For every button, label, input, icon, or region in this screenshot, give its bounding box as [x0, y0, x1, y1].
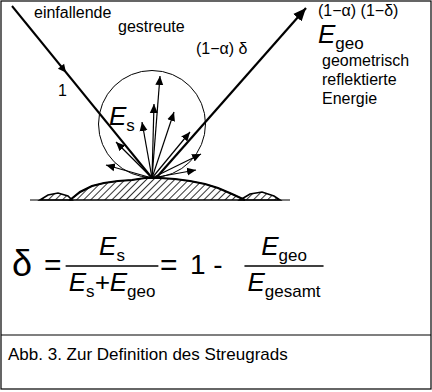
- fraction-bar: [244, 265, 323, 266]
- energy-label: Es: [109, 103, 135, 129]
- fraction-denominator: Egesamt: [247, 269, 320, 295]
- symbol-text: E: [109, 101, 126, 131]
- subscript: s: [116, 246, 125, 265]
- symbol-text: E: [69, 267, 86, 297]
- subscript: geo: [127, 282, 155, 301]
- ray-label: gestreute: [118, 18, 185, 36]
- subscript: gesamt: [265, 282, 321, 301]
- fraction-numerator: Es: [99, 233, 125, 259]
- subscript: geo: [278, 246, 306, 265]
- symbol-text: E: [99, 231, 116, 261]
- formula-symbol: 1 -: [190, 250, 223, 281]
- formula-symbol: δ: [12, 244, 32, 284]
- formula-symbol: =: [44, 248, 62, 281]
- fraction-bar: [66, 265, 159, 266]
- formula-symbol: =: [160, 248, 178, 281]
- ray-label: einfallende: [34, 4, 111, 22]
- figure-caption: Abb. 3. Zur Definition des Streugrads: [8, 346, 288, 365]
- symbol-text: E: [261, 231, 278, 261]
- energy-label: Egeo: [318, 21, 364, 47]
- ray-label: geometrisch: [322, 52, 409, 70]
- caption-separator: [1, 334, 431, 335]
- subscript: s: [126, 116, 135, 135]
- ray-label: (1−α) δ: [196, 40, 248, 58]
- fraction-denominator: Es+Egeo: [69, 269, 156, 295]
- fraction-numerator: Egeo: [261, 233, 307, 259]
- subscript: geo: [335, 34, 363, 53]
- subscript: s: [86, 282, 95, 301]
- symbol-text: +E: [94, 267, 127, 297]
- ray-label: reflektierte: [322, 71, 397, 89]
- ray-label: 1: [58, 82, 67, 100]
- rough-surface: [30, 178, 290, 200]
- symbol-text: E: [247, 267, 264, 297]
- symbol-text: E: [318, 19, 335, 49]
- scattered-rays: [106, 76, 201, 178]
- scatter-circle: Es: [98, 70, 206, 178]
- ray-label: (1−α) (1−δ): [318, 2, 398, 20]
- ray-label: Energie: [322, 90, 377, 108]
